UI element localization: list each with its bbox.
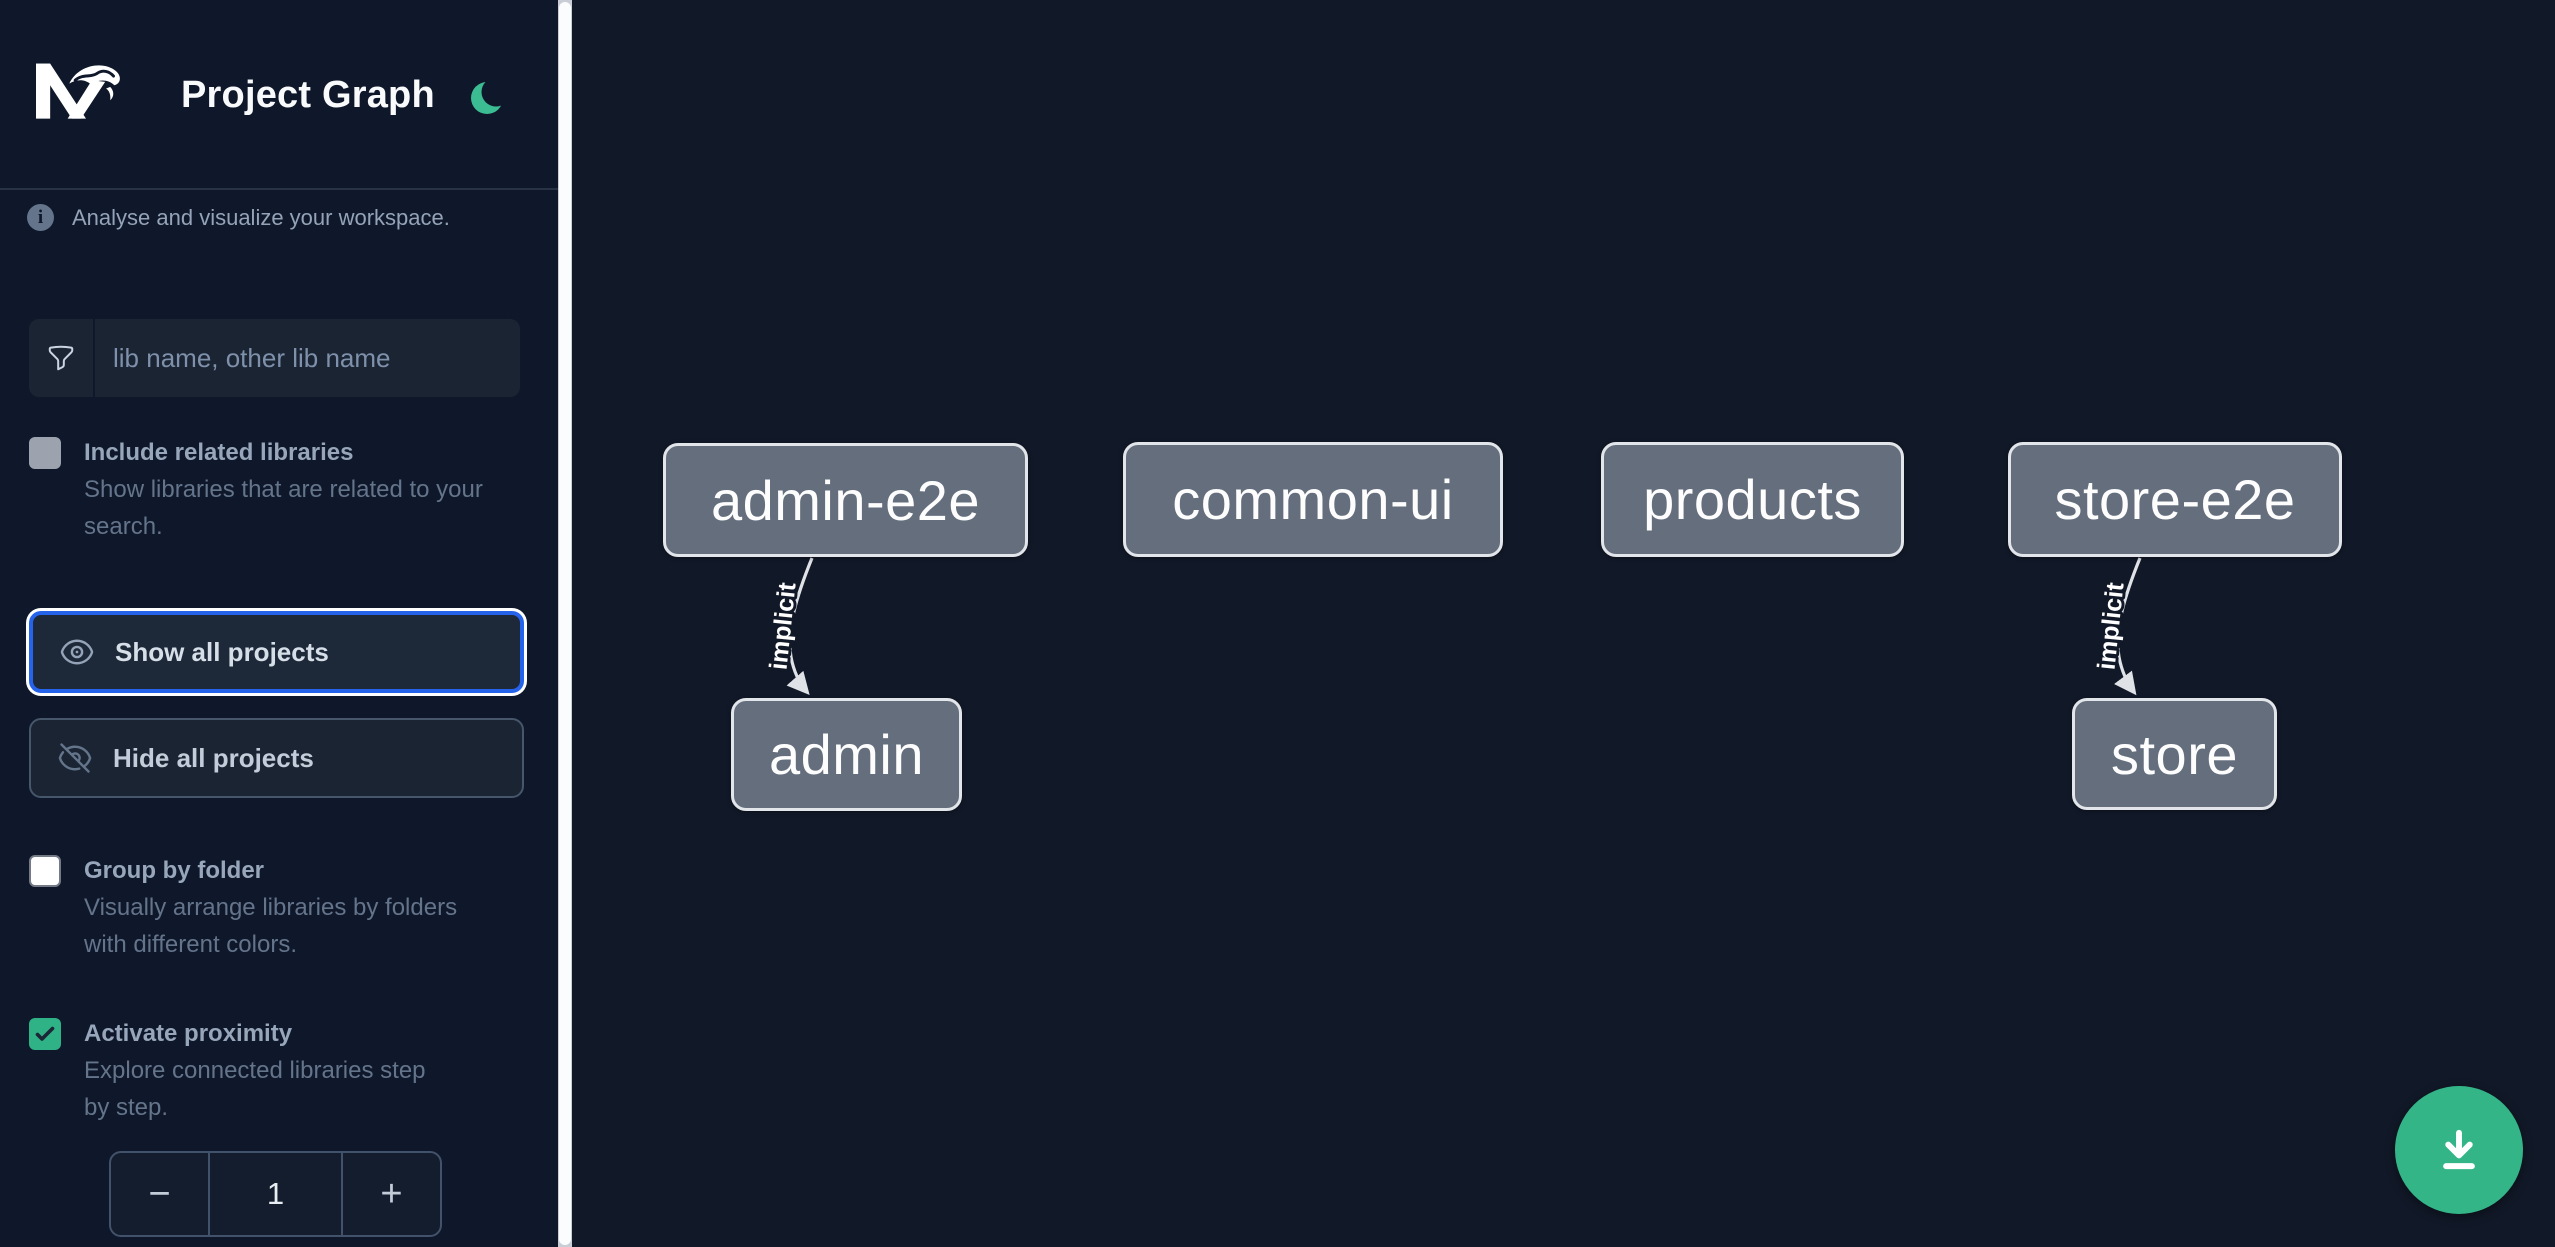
proximity-depth-stepper: − 1 +: [109, 1151, 442, 1237]
hide-all-projects-button[interactable]: Hide all projects: [29, 718, 524, 798]
show-all-projects-button[interactable]: Show all projects: [29, 611, 524, 693]
proximity-depth-value: 1: [208, 1153, 343, 1235]
activate-proximity-label[interactable]: Activate proximity: [84, 1020, 293, 1047]
info-circle-icon: i: [27, 204, 54, 231]
edge-label-implicit: implicit: [765, 581, 802, 672]
sidebar-scrollbar[interactable]: [558, 0, 572, 1247]
decrement-button[interactable]: −: [111, 1153, 208, 1235]
project-node-store[interactable]: store: [2072, 698, 2277, 810]
moon-icon: [471, 77, 511, 114]
eye-icon: [60, 639, 94, 665]
include-related-checkbox[interactable]: [29, 437, 61, 469]
scrollbar-thumb[interactable]: [559, 2, 571, 1245]
funnel-icon: [29, 319, 95, 397]
group-by-folder-description: Visually arrange libraries by folders wi…: [84, 894, 458, 958]
increment-button[interactable]: +: [343, 1153, 440, 1235]
include-related-description: Show libraries that are related to your …: [84, 476, 483, 540]
activate-proximity-checkbox[interactable]: [29, 1018, 61, 1050]
project-node-products[interactable]: products: [1601, 442, 1904, 557]
project-node-store-e2e[interactable]: store-e2e: [2008, 442, 2342, 557]
include-related-label[interactable]: Include related libraries: [84, 439, 354, 466]
check-icon: [35, 1026, 55, 1041]
sidebar: Project Graph i Analyse and visualize yo…: [0, 0, 558, 1247]
project-node-admin-e2e[interactable]: admin-e2e: [663, 443, 1028, 557]
download-graph-button[interactable]: [2395, 1086, 2523, 1214]
project-node-admin[interactable]: admin: [731, 698, 962, 811]
theme-toggle-button[interactable]: [468, 77, 511, 118]
activate-proximity-description: Explore connected libraries step by step…: [84, 1057, 426, 1121]
group-by-folder-checkbox[interactable]: [29, 855, 61, 887]
eye-slash-icon: [58, 743, 92, 773]
option-include-related-libraries: Include related libraries Show libraries…: [29, 435, 529, 545]
header-divider: [0, 188, 558, 190]
search-input[interactable]: [95, 319, 520, 397]
project-node-common-ui[interactable]: common-ui: [1123, 442, 1503, 557]
search-box: [29, 319, 520, 397]
info-text: Analyse and visualize your workspace.: [72, 204, 450, 230]
download-icon: [2443, 1129, 2475, 1170]
page-title: Project Graph: [181, 74, 435, 116]
nx-logo-icon: [36, 63, 120, 119]
hide-all-projects-label: Hide all projects: [113, 742, 314, 773]
workspace-info: i Analyse and visualize your workspace.: [27, 204, 450, 231]
sidebar-header: Project Graph: [0, 0, 558, 190]
show-all-projects-label: Show all projects: [115, 636, 329, 667]
group-by-folder-label[interactable]: Group by folder: [84, 857, 264, 884]
edge-store-e2e-to-store: [2114, 557, 2142, 696]
edge-admin-e2e-to-admin: [786, 557, 814, 696]
option-activate-proximity: Activate proximity Explore connected lib…: [29, 1016, 529, 1126]
edge-label-implicit: implicit: [2093, 581, 2130, 672]
option-group-by-folder: Group by folder Visually arrange librari…: [29, 853, 529, 963]
